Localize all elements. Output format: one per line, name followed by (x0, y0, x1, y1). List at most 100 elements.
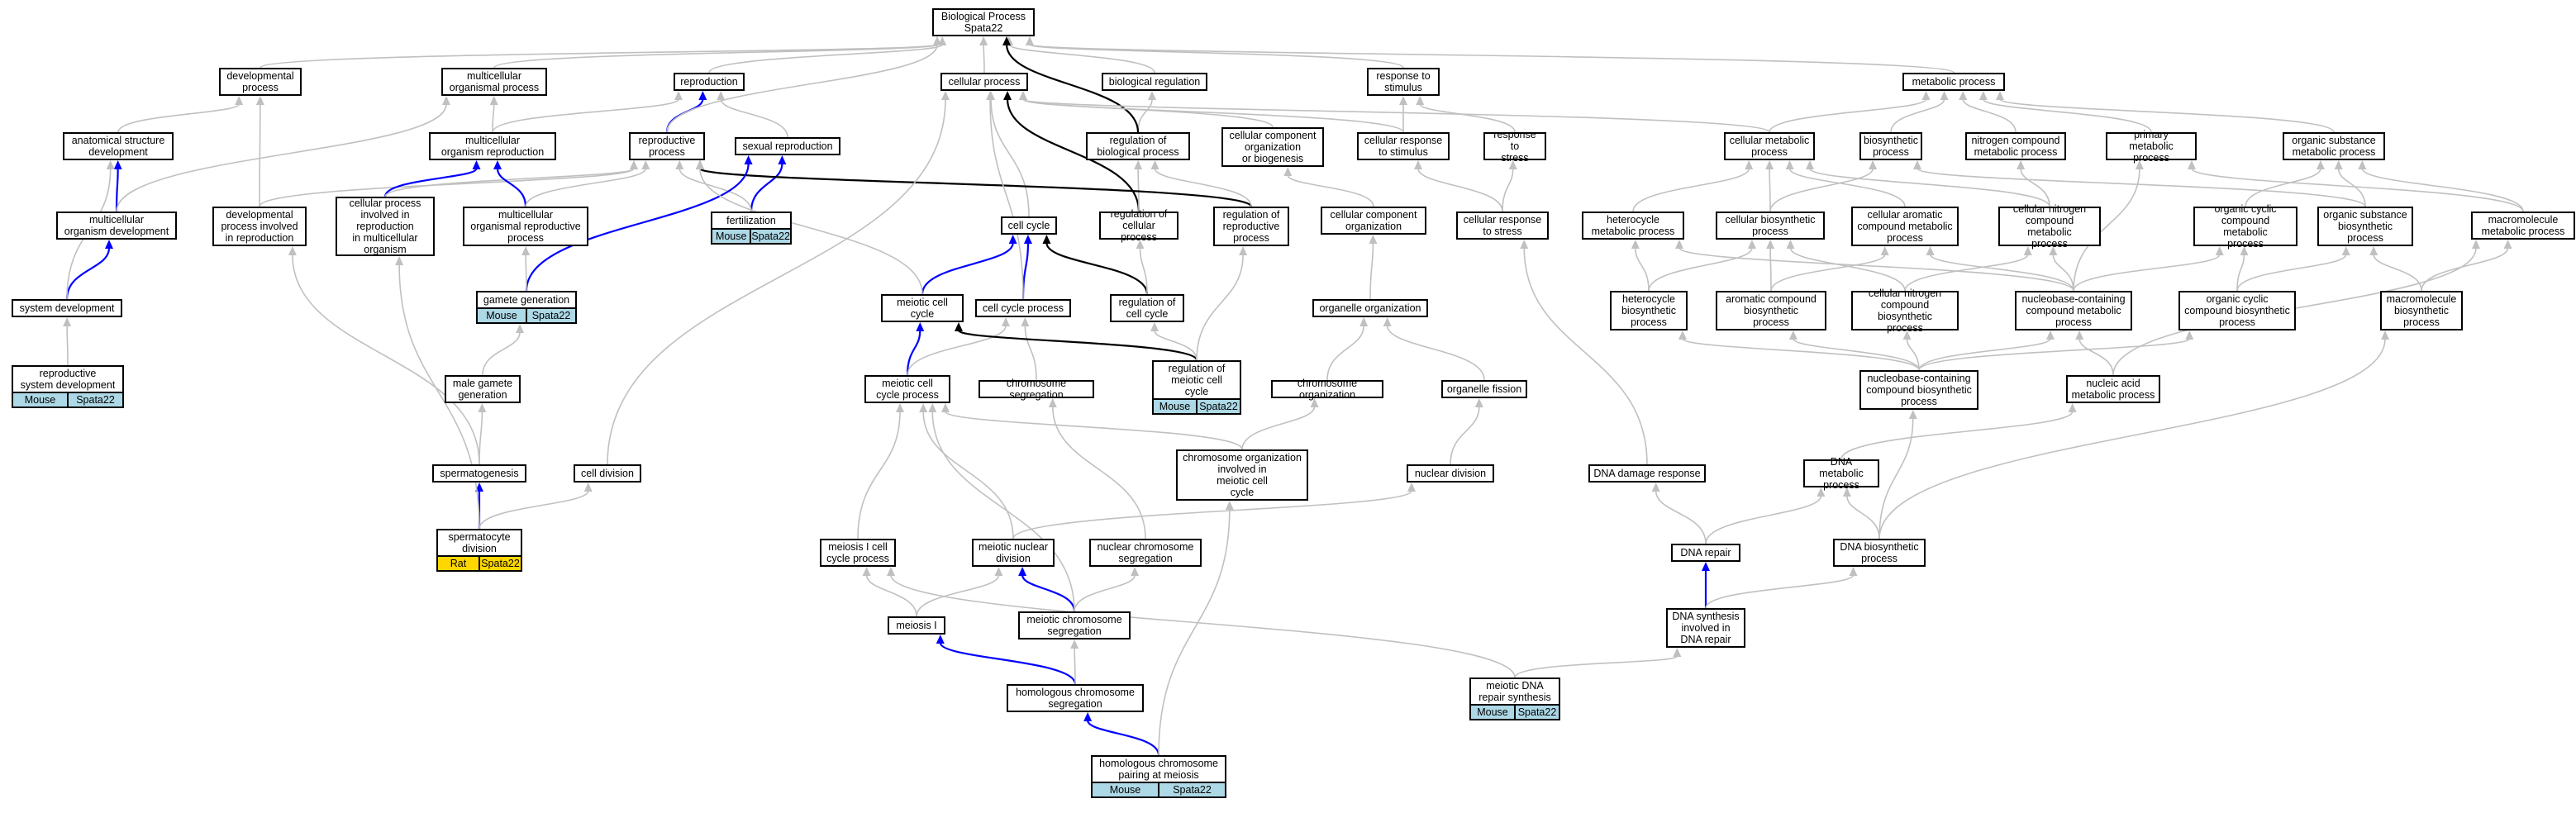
go-term-node[interactable]: cell division (574, 464, 641, 483)
go-term-node[interactable]: heterocycle biosynthetic process (1610, 291, 1688, 330)
go-term-node[interactable]: system development (12, 299, 122, 317)
go-term-node[interactable]: response to stimulus (1367, 68, 1440, 96)
go-term-node[interactable]: nitrogen compound metabolic process (1965, 132, 2066, 160)
go-term-label: heterocycle metabolic process (1591, 214, 1675, 237)
go-term-node[interactable]: spermatogenesis (432, 464, 526, 483)
go-term-node[interactable]: meiotic DNA repair synthesis (1469, 678, 1560, 706)
go-term-node[interactable]: aromatic compound biosynthetic process (1716, 291, 1826, 330)
edge-arrowhead (1765, 160, 1774, 169)
go-term-node[interactable]: multicellular organismal reproductive pr… (463, 207, 588, 246)
go-term-node[interactable]: chromosome organization involved in meio… (1176, 449, 1308, 501)
go-term-node[interactable]: primary metabolic process (2106, 129, 2197, 164)
edge-is-a (945, 411, 1243, 450)
go-term-node[interactable]: cellular component organization (1321, 207, 1426, 235)
go-term-node[interactable]: fertilization (711, 212, 792, 230)
go-term-node[interactable]: metabolic process (1902, 73, 2005, 91)
go-term-node[interactable]: spermatocyte division (436, 529, 522, 557)
go-term-node[interactable]: cellular process involved in reproductio… (336, 197, 435, 256)
go-term-node[interactable]: meiosis I (888, 616, 945, 635)
go-term-node[interactable]: developmental process involved in reprod… (212, 207, 307, 246)
go-term-node[interactable]: organic substance metabolic process (2283, 132, 2385, 160)
go-term-node[interactable]: reproductive system development (12, 365, 124, 393)
go-term-node[interactable]: cellular process (940, 73, 1028, 91)
go-term-node[interactable]: biological regulation (1102, 73, 1207, 91)
go-term-node[interactable]: cellular metabolic process (1724, 132, 1815, 160)
go-term-node[interactable]: chromosome segregation (978, 378, 1094, 401)
edge-arrowhead (2215, 246, 2224, 255)
edge-arrowhead (1021, 317, 1030, 326)
go-term-node[interactable]: multicellular organismal process (441, 68, 547, 96)
go-term-node[interactable]: response to stress (1483, 129, 1546, 164)
go-term-label: organelle organization (1319, 302, 1421, 314)
go-term-label: developmental process involved in reprod… (221, 209, 298, 244)
go-term-node[interactable]: multicellular organism development (56, 212, 177, 240)
go-term-node[interactable]: organelle fission (1441, 380, 1527, 398)
edge-is-a (1793, 338, 1920, 371)
go-term-label: DNA damage response (1593, 468, 1701, 479)
go-term-node[interactable]: DNA metabolic process (1803, 456, 1879, 491)
go-term-node[interactable]: nucleobase-containing compound biosynthe… (1859, 370, 1978, 410)
go-term-node[interactable]: cell cycle (1001, 216, 1057, 235)
go-term-node[interactable]: organic cyclic compound biosynthetic pro… (2178, 291, 2296, 330)
edge-arrowhead (2334, 160, 2343, 169)
go-term-node[interactable]: cellular nitrogen compound metabolic pro… (1998, 203, 2101, 250)
go-term-node[interactable]: gamete generation (476, 291, 577, 309)
edge-part-of (1087, 720, 1160, 756)
go-term-label: meiotic cell cycle (897, 297, 948, 320)
go-term-node[interactable]: cellular nitrogen compound biosynthetic … (1851, 288, 1959, 334)
go-term-node[interactable]: reproductive process (629, 132, 705, 160)
go-term-node[interactable]: DNA damage response (1588, 464, 1706, 483)
go-term-label: metabolic process (1912, 76, 1996, 88)
go-term-node[interactable]: DNA synthesis involved in DNA repair (1666, 608, 1745, 648)
edge-is-a (2337, 168, 2366, 207)
go-term-node[interactable]: regulation of reproductive process (1213, 207, 1289, 246)
go-term-node[interactable]: cellular component organization or bioge… (1221, 127, 1324, 167)
go-term-node[interactable]: nucleobase-containing compound metabolic… (2015, 291, 2132, 330)
edge-regulates (957, 329, 1198, 361)
go-term-node[interactable]: meiosis I cell cycle process (820, 539, 896, 567)
go-term-node[interactable]: biosynthetic process (1859, 132, 1922, 160)
go-term-node[interactable]: male gamete generation (445, 375, 521, 403)
edge-arrowhead (675, 160, 684, 169)
go-term-node[interactable]: cellular aromatic compound metabolic pro… (1851, 207, 1959, 246)
go-term-node[interactable]: regulation of cellular process (1099, 208, 1178, 243)
go-term-node[interactable]: meiotic nuclear division (972, 539, 1055, 567)
go-term-node[interactable]: meiotic cell cycle (881, 294, 964, 322)
go-term-node[interactable]: DNA repair (1671, 544, 1740, 562)
go-term-node[interactable]: sexual reproduction (735, 137, 840, 155)
go-term-node[interactable]: homologous chromosome pairing at meiosis (1091, 755, 1226, 783)
go-term-node[interactable]: reproduction (674, 73, 745, 91)
edge-arrowhead (941, 403, 950, 412)
go-term-node[interactable]: nuclear chromosome segregation (1089, 539, 1202, 567)
go-term-node[interactable]: DNA biosynthetic process (1833, 539, 1926, 567)
go-term-node[interactable]: cell cycle process (975, 299, 1071, 317)
go-term-node[interactable]: regulation of meiotic cell cycle (1152, 360, 1241, 400)
go-term-node[interactable]: cellular response to stress (1456, 212, 1549, 240)
go-term-node[interactable]: developmental process (219, 68, 302, 96)
go-term-node[interactable]: anatomical structure development (63, 132, 174, 160)
go-term-node[interactable]: regulation of biological process (1086, 132, 1190, 160)
edge-is-a (1769, 247, 1772, 292)
go-term-label: meiotic cell cycle process (876, 378, 939, 401)
go-term-node[interactable]: organic substance biosynthetic process (2317, 207, 2413, 246)
go-term-node[interactable]: cellular biosynthetic process (1716, 212, 1825, 240)
go-term-node[interactable]: meiotic chromosome segregation (1018, 611, 1131, 639)
go-term-node[interactable]: Biological Process Spata22 (932, 8, 1035, 36)
go-term-node[interactable]: organelle organization (1312, 299, 1428, 317)
go-term-node[interactable]: organic cyclic compound metabolic proces… (2193, 203, 2297, 250)
edge-arrowhead (1902, 330, 1912, 340)
go-term-node[interactable]: cellular response to stimulus (1357, 132, 1450, 160)
go-term-node[interactable]: macromolecule biosynthetic process (2380, 291, 2463, 330)
edge-arrowhead (1788, 330, 1797, 340)
go-term-node[interactable]: homologous chromosome segregation (1007, 684, 1144, 712)
go-term-node[interactable]: regulation of cell cycle (1110, 294, 1184, 322)
gene-cell: Spata22 (67, 393, 122, 406)
go-term-node[interactable]: multicellular organism reproduction (429, 132, 556, 160)
go-term-node[interactable]: chromosome organization (1271, 378, 1383, 401)
go-term-node[interactable]: nuclear division (1407, 464, 1494, 483)
go-term-node[interactable]: macromolecule metabolic process (2471, 212, 2575, 240)
go-term-node[interactable]: nucleic acid metabolic process (2066, 375, 2160, 403)
go-term-node[interactable]: heterocycle metabolic process (1582, 212, 1684, 240)
go-term-node[interactable]: meiotic cell cycle process (864, 375, 950, 403)
